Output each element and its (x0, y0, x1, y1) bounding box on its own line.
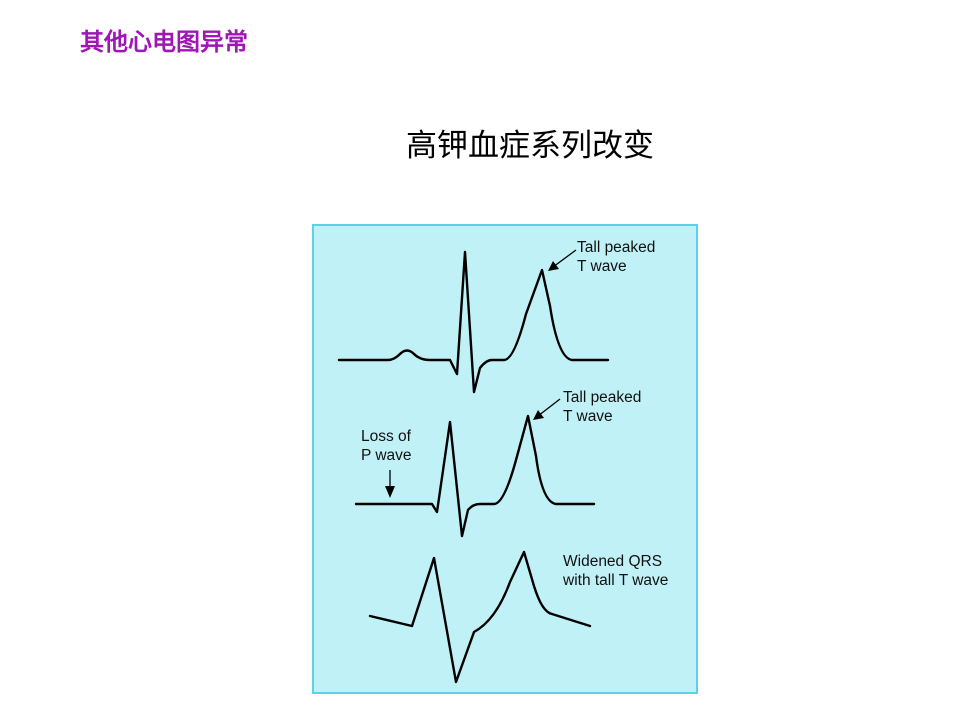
ecg-trace-1 (337, 250, 610, 394)
hyperkalemia-ecg-figure: Tall peaked T wave Tall peaked T wave Lo… (312, 224, 698, 694)
slide-title: 高钾血症系列改变 (406, 128, 654, 164)
annotation-tall-peaked-2-line1: Tall peaked (563, 389, 641, 406)
annotation-tall-peaked-1-line2: T wave (577, 258, 627, 275)
annotation-loss-of-p-line2: P wave (361, 447, 412, 464)
annotation-tall-peaked-1-line1: Tall peaked (577, 239, 655, 256)
section-title: 其他心电图异常 (80, 27, 248, 56)
ecg-diagram: Tall peaked T wave Tall peaked T wave Lo… (337, 239, 668, 684)
annotation-tall-peaked-2-line2: T wave (563, 408, 613, 425)
ecg-trace-3 (368, 550, 592, 684)
arrow-t-wave-1 (548, 249, 577, 271)
arrow-p-wave (385, 470, 395, 498)
annotation-loss-of-p-line1: Loss of (361, 428, 412, 445)
annotation-widened-qrs-line1: Widened QRS (563, 553, 662, 570)
arrow-t-wave-2 (533, 398, 561, 420)
annotation-widened-qrs-line2: with tall T wave (562, 572, 668, 589)
ecg-trace-2 (354, 414, 596, 538)
